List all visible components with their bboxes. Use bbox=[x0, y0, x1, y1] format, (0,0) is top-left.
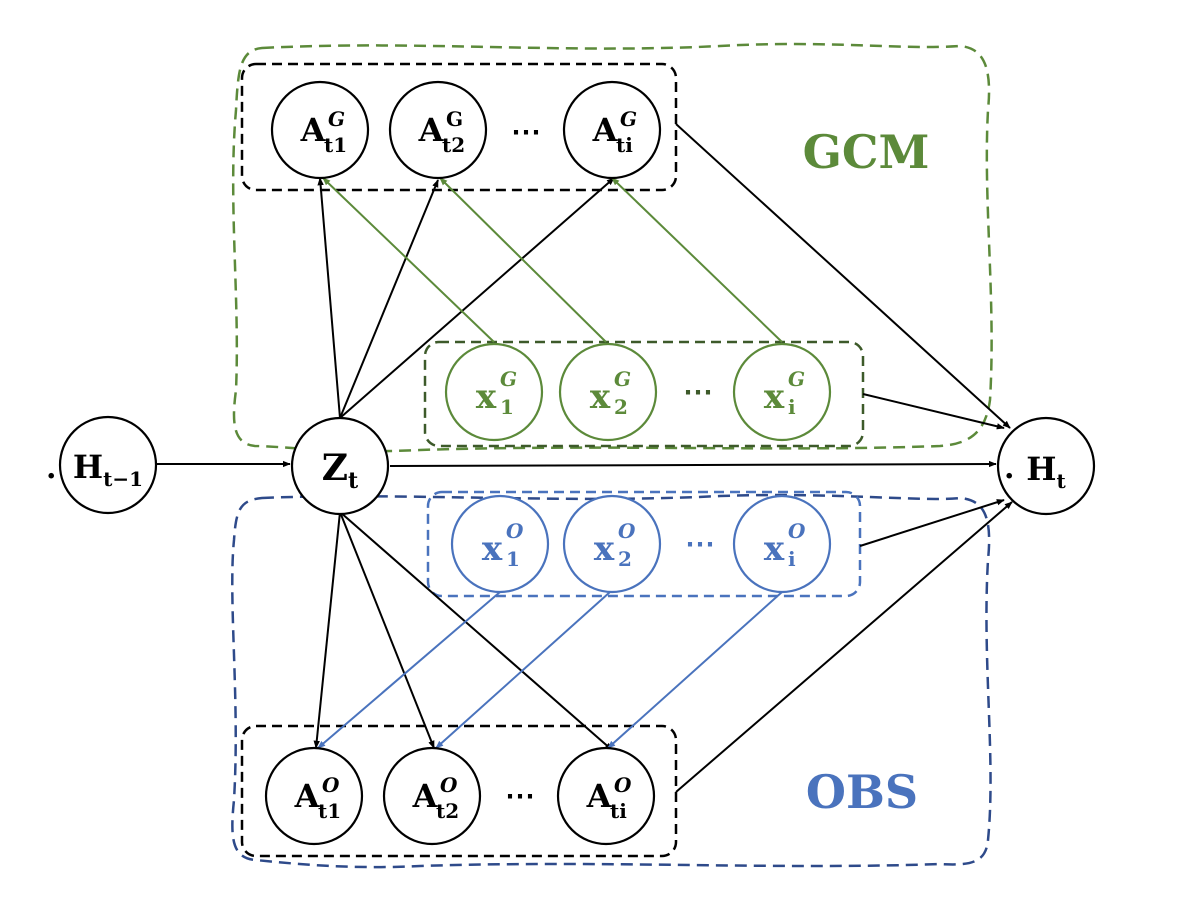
node-a-oi: A O ti bbox=[556, 746, 656, 846]
node-a-g1-sup: G bbox=[328, 107, 345, 131]
node-x-g1-sup: G bbox=[500, 367, 517, 391]
node-x-oi: x O i bbox=[732, 494, 832, 594]
edge-zt-ag1 bbox=[317, 177, 341, 419]
gcm-region bbox=[231, 42, 993, 453]
node-a-o2-base: A bbox=[412, 777, 439, 815]
node-a-o1: A O t1 bbox=[264, 746, 364, 846]
edge-xo2-ao2 bbox=[435, 591, 611, 749]
node-h-t-sub: t bbox=[1056, 469, 1066, 493]
gcm-label: GCM bbox=[803, 125, 930, 179]
node-x-o1-sub: 1 bbox=[506, 547, 520, 571]
node-x-o1-base: x bbox=[482, 529, 503, 569]
node-h-prev-sub: t−1 bbox=[103, 467, 143, 491]
node-a-gi-sup: G bbox=[620, 107, 637, 131]
node-a-oi-sub: ti bbox=[610, 799, 627, 823]
edge-zt-agi bbox=[339, 177, 615, 419]
edge-agi-ht bbox=[675, 123, 1011, 429]
node-a-o2-sup: O bbox=[440, 773, 458, 797]
node-x-g2-base: x bbox=[590, 377, 611, 417]
node-h-prev-prefix: . bbox=[46, 451, 56, 486]
node-x-g2: x G 2 bbox=[558, 342, 658, 442]
node-z-t-base: Z bbox=[322, 447, 348, 489]
obs-label: OBS bbox=[806, 765, 918, 819]
node-a-o2-sub: t2 bbox=[436, 799, 459, 823]
node-h-t: . Ht bbox=[996, 416, 1096, 516]
nodes: . Ht−1 Zt . Ht A G t1 bbox=[46, 80, 1096, 846]
gcm-actions-ellipsis: ⋯ bbox=[511, 115, 541, 150]
node-z-t: Zt bbox=[290, 416, 390, 516]
node-x-o2-sup: O bbox=[618, 519, 636, 543]
node-a-oi-base: A bbox=[586, 777, 613, 815]
edge-zt-ag2 bbox=[339, 179, 439, 419]
node-x-o1: x O 1 bbox=[450, 494, 550, 594]
node-a-o1-base: A bbox=[294, 777, 321, 815]
node-x-g2-sup: G bbox=[614, 367, 631, 391]
edge-xgi-agi bbox=[611, 177, 783, 343]
node-x-gi-sub: i bbox=[788, 395, 796, 419]
gcm-actions-box bbox=[240, 62, 678, 192]
node-a-gi-sub: ti bbox=[616, 133, 633, 157]
edge-zt-aoi bbox=[339, 511, 613, 751]
edge-xg1-ag1 bbox=[322, 177, 495, 343]
node-x-gi-base: x bbox=[764, 377, 785, 417]
node-x-oi-sub: i bbox=[788, 547, 796, 571]
node-x-g2-sub: 2 bbox=[614, 395, 628, 419]
edge-zt-ht bbox=[389, 460, 997, 468]
edge-xobox-ht bbox=[859, 499, 1005, 547]
edge-aoi-ht bbox=[675, 501, 1013, 793]
edge-zt-ao2 bbox=[339, 511, 435, 749]
edge-xo1-ao1 bbox=[317, 591, 501, 749]
node-x-g1-base: x bbox=[476, 377, 497, 417]
obs-actions-box bbox=[240, 724, 678, 858]
obs-actions-ellipsis: ⋯ bbox=[505, 779, 535, 814]
node-x-g1-sub: 1 bbox=[500, 395, 514, 419]
node-x-gi: x G i bbox=[732, 342, 832, 442]
obs-inputs-box bbox=[426, 490, 862, 598]
node-x-o2-base: x bbox=[594, 529, 615, 569]
node-x-oi-sup: O bbox=[788, 519, 806, 543]
node-a-g2-sup: G bbox=[446, 107, 463, 131]
node-x-gi-sup: G bbox=[788, 367, 805, 391]
node-a-o2: A O t2 bbox=[382, 746, 482, 846]
node-x-o1-sup: O bbox=[506, 519, 524, 543]
node-a-g2-sub: t2 bbox=[442, 133, 465, 157]
node-x-o2: x O 2 bbox=[562, 494, 662, 594]
node-a-gi-base: A bbox=[592, 111, 619, 149]
node-a-g1-base: A bbox=[300, 111, 327, 149]
edge-xg2-ag2 bbox=[439, 177, 607, 343]
node-x-o2-sub: 2 bbox=[618, 547, 632, 571]
gcm-inputs-ellipsis: ⋯ bbox=[683, 375, 713, 410]
svg-text:Ht−1: Ht−1 bbox=[73, 448, 143, 491]
edges bbox=[156, 123, 1013, 793]
node-a-oi-sup: O bbox=[614, 773, 632, 797]
svg-text:Ht: Ht bbox=[1026, 450, 1066, 493]
node-a-o1-sup: O bbox=[322, 773, 340, 797]
node-a-g2: A G t2 bbox=[388, 80, 488, 180]
node-x-oi-base: x bbox=[764, 529, 785, 569]
svg-text:Zt: Zt bbox=[322, 447, 359, 494]
node-a-g2-base: A bbox=[418, 111, 445, 149]
obs-region bbox=[231, 493, 992, 869]
node-h-prev: . Ht−1 bbox=[46, 415, 158, 515]
node-a-g1: A G t1 bbox=[270, 80, 370, 180]
node-a-o1-sub: t1 bbox=[318, 799, 341, 823]
edge-xoi-aoi bbox=[607, 591, 783, 749]
node-a-gi: A G ti bbox=[562, 80, 662, 180]
node-x-g1: x G 1 bbox=[444, 342, 544, 442]
node-a-g1-sub: t1 bbox=[324, 133, 347, 157]
node-z-t-sub: t bbox=[348, 468, 359, 494]
edge-xgbox-ht bbox=[862, 393, 1005, 430]
obs-inputs-ellipsis: ⋯ bbox=[685, 527, 715, 562]
node-h-t-prefix: . bbox=[1004, 451, 1014, 486]
node-h-t-base: H bbox=[1026, 450, 1056, 488]
node-h-prev-base: H bbox=[73, 448, 103, 486]
edge-zt-ao1 bbox=[313, 511, 341, 749]
